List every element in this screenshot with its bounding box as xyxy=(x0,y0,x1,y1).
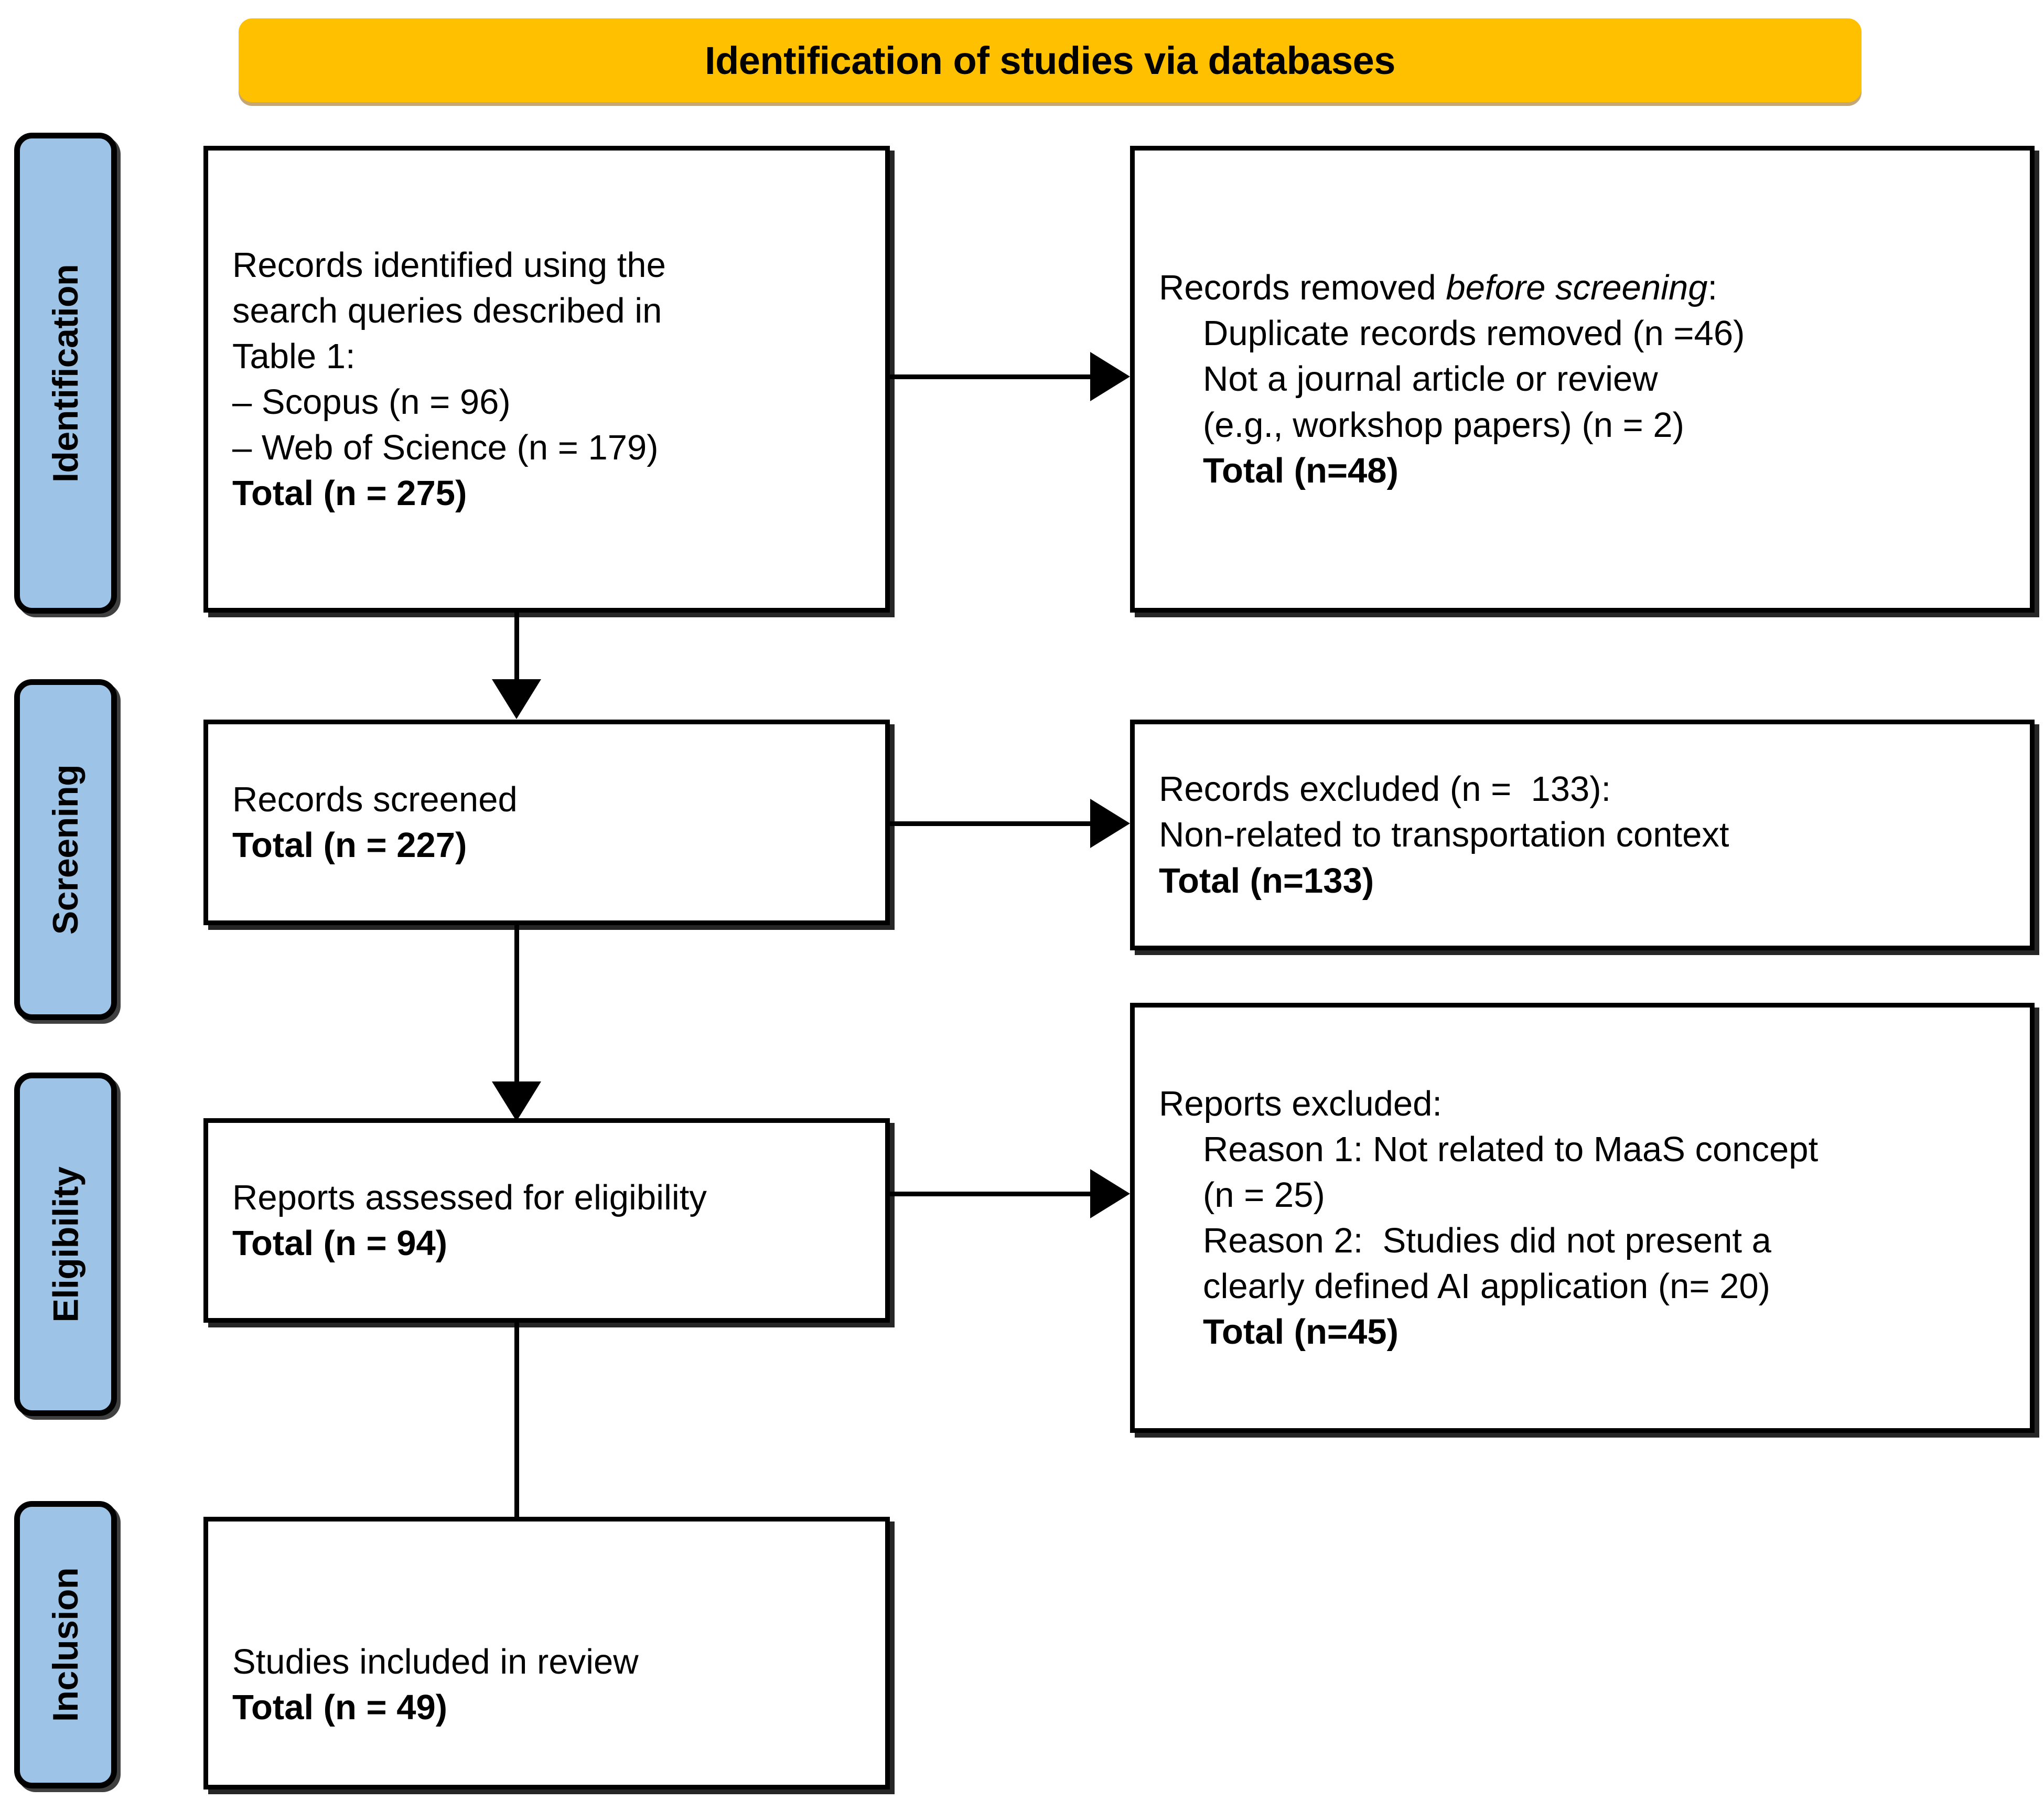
records-removed-duplicates: Duplicate records removed (n =46) xyxy=(1203,314,1745,353)
stage-pill-inclusion: Inclusion xyxy=(14,1501,117,1788)
records-screened-total: Total (n = 227) xyxy=(232,826,467,865)
box-reports-excluded: Reports excluded: Reason 1: Not related … xyxy=(1130,1003,2035,1433)
box-records-screened: Records screened Total (n = 227) xyxy=(203,720,890,925)
records-excluded-reason: Non-related to transportation context xyxy=(1159,815,1729,855)
box-records-identified: Records identified using the search quer… xyxy=(203,146,890,613)
box-reports-assessed: Reports assessed for eligibility Total (… xyxy=(203,1118,890,1323)
stage-label-identification: Identification xyxy=(46,264,86,483)
reports-excluded-reason2-n: clearly defined AI application (n= 20) xyxy=(1203,1267,1770,1306)
stage-pill-eligibility: Eligibility xyxy=(14,1073,117,1416)
stage-pill-identification: Identification xyxy=(14,133,117,614)
stage-label-eligibility: Eligibility xyxy=(46,1166,85,1322)
studies-included-label: Studies included in review xyxy=(232,1642,639,1681)
records-identified-wos: – Web of Science (n = 179) xyxy=(232,428,659,468)
arrowhead-identified-to-removed xyxy=(1090,352,1130,401)
box-studies-included: Studies included in review Total (n = 49… xyxy=(203,1517,890,1790)
reports-excluded-reason1-n: (n = 25) xyxy=(1203,1175,1325,1215)
reports-excluded-heading: Reports excluded: xyxy=(1159,1084,1443,1123)
stage-pill-screening: Screening xyxy=(14,679,117,1020)
records-removed-heading: Records removed before screening: xyxy=(1159,265,2006,310)
connector-assessed-to-included xyxy=(514,1323,519,1564)
studies-included-total: Total (n = 49) xyxy=(232,1688,448,1727)
reports-excluded-total: Total (n=45) xyxy=(1203,1312,1398,1352)
records-removed-heading-suffix: : xyxy=(1707,268,1718,308)
records-identified-line-3: Table 1: xyxy=(232,336,356,376)
records-identified-total: Total (n = 275) xyxy=(232,474,467,513)
stage-label-screening: Screening xyxy=(46,764,85,935)
records-removed-not-journal-2: (e.g., workshop papers) (n = 2) xyxy=(1203,405,1684,445)
arrowhead-identified-to-screened xyxy=(492,679,541,719)
records-removed-total: Total (n=48) xyxy=(1203,451,1398,490)
arrowhead-screened-to-assessed xyxy=(492,1081,541,1121)
header-title: Identification of studies via databases xyxy=(705,38,1395,82)
reports-excluded-reason1: Reason 1: Not related to MaaS concept xyxy=(1203,1129,1819,1169)
records-identified-line-1: Records identified using the xyxy=(232,245,666,285)
records-identified-line-2: search queries described in xyxy=(232,291,662,330)
box-records-excluded: Records excluded (n = 133): Non-related … xyxy=(1130,720,2035,950)
records-excluded-total: Total (n=133) xyxy=(1159,861,1374,901)
arrowhead-screened-to-excluded xyxy=(1090,799,1130,848)
connector-screened-to-excluded xyxy=(890,821,1090,826)
records-identified-scopus: – Scopus (n = 96) xyxy=(232,382,511,422)
box-records-removed: Records removed before screening: Duplic… xyxy=(1130,146,2035,613)
records-removed-not-journal-1: Not a journal article or review xyxy=(1203,359,1658,399)
connector-identified-to-screened xyxy=(514,613,519,681)
records-excluded-heading: Records excluded (n = 133): xyxy=(1159,769,1611,809)
connector-assessed-to-excluded xyxy=(890,1192,1090,1196)
stage-label-inclusion: Inclusion xyxy=(46,1568,85,1722)
arrowhead-assessed-to-excluded xyxy=(1090,1169,1130,1218)
records-removed-heading-emphasis: before screening xyxy=(1446,268,1708,308)
connector-identified-to-removed xyxy=(890,374,1090,379)
reports-assessed-total: Total (n = 94) xyxy=(232,1224,448,1263)
records-removed-heading-prefix: Records removed xyxy=(1159,268,1446,308)
connector-screened-to-assessed xyxy=(514,925,519,1088)
records-screened-label: Records screened xyxy=(232,779,518,819)
reports-assessed-label: Reports assessed for eligibility xyxy=(232,1177,707,1217)
reports-excluded-reason2: Reason 2: Studies did not present a xyxy=(1203,1221,1771,1260)
header-banner: Identification of studies via databases xyxy=(239,18,1862,102)
